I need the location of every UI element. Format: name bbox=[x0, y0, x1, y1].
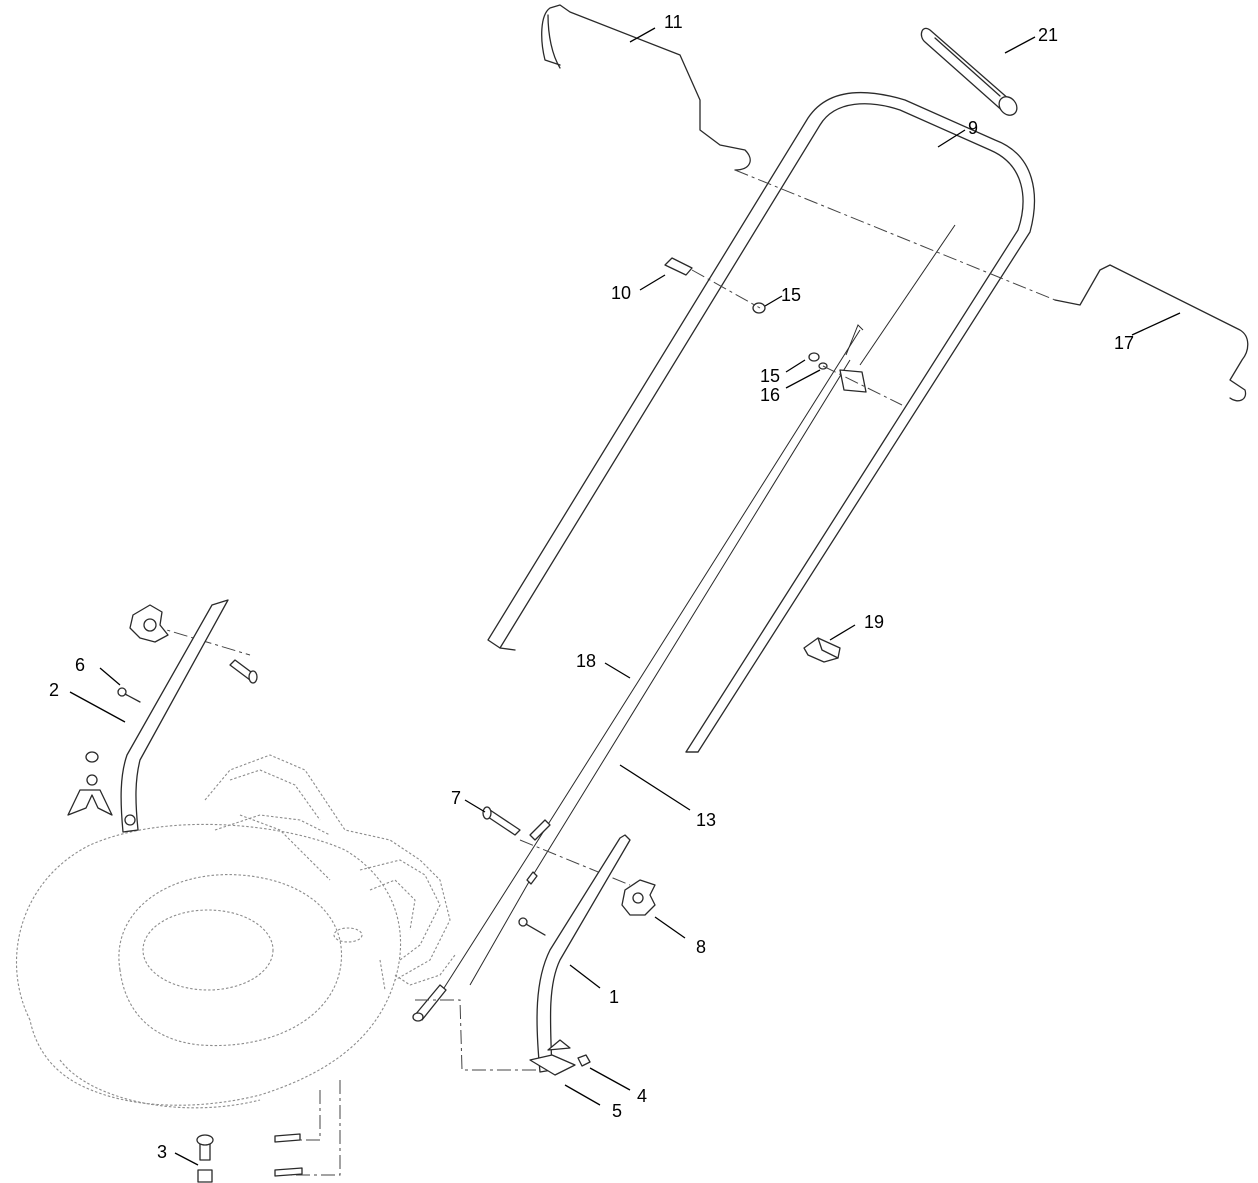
callout-1: 1 bbox=[609, 987, 619, 1007]
callout-15-lower: 15 bbox=[760, 366, 780, 386]
callout-labels: 11 21 9 10 15 17 15 16 19 18 6 2 7 13 8 … bbox=[49, 12, 1134, 1162]
lower-handle-part-1 bbox=[529, 834, 631, 1076]
callout-9: 9 bbox=[968, 118, 978, 138]
callout-13: 13 bbox=[696, 810, 716, 830]
callout-15-upper: 15 bbox=[781, 285, 801, 305]
clip-left bbox=[67, 774, 113, 816]
callout-19: 19 bbox=[864, 612, 884, 632]
cable-clip-part-16 bbox=[808, 352, 867, 393]
upper-handle-part-9 bbox=[487, 91, 1036, 753]
alignment-lines bbox=[149, 169, 1056, 1176]
callout-4: 4 bbox=[637, 1086, 647, 1106]
nut-part-4 bbox=[577, 1054, 591, 1067]
callout-18: 18 bbox=[576, 651, 596, 671]
callout-5: 5 bbox=[612, 1101, 622, 1121]
knob-upper-left bbox=[129, 604, 169, 643]
nut-left bbox=[85, 751, 99, 763]
callout-10: 10 bbox=[611, 283, 631, 303]
screw-part-near-1 bbox=[518, 917, 546, 936]
callout-6: 6 bbox=[75, 655, 85, 675]
callout-17: 17 bbox=[1114, 333, 1134, 353]
knob-part-8 bbox=[621, 879, 656, 916]
bolt-part-3 bbox=[196, 1134, 214, 1183]
cable-part-18 bbox=[412, 224, 956, 1022]
knob-part-19 bbox=[803, 637, 841, 663]
leader-lines bbox=[69, 27, 1181, 1166]
screw-part-6 bbox=[117, 687, 141, 703]
callout-3: 3 bbox=[157, 1142, 167, 1162]
bolt-part-7 bbox=[482, 806, 521, 836]
bail-part-11 bbox=[541, 4, 751, 171]
bolt-upper-left bbox=[229, 659, 258, 684]
bolt-part-10 bbox=[664, 257, 693, 276]
callout-16: 16 bbox=[760, 385, 780, 405]
callout-2: 2 bbox=[49, 680, 59, 700]
mower-deck-phantom bbox=[15, 754, 456, 1109]
bolts-lower bbox=[274, 1133, 303, 1177]
callout-7: 7 bbox=[451, 788, 461, 808]
callout-8: 8 bbox=[696, 937, 706, 957]
grip-part-21 bbox=[920, 27, 1018, 116]
washer-part-5 bbox=[547, 1039, 571, 1051]
callout-21: 21 bbox=[1038, 25, 1058, 45]
callout-11: 11 bbox=[664, 12, 683, 32]
lower-handle-part-2 bbox=[120, 599, 229, 833]
bail-part-17 bbox=[1054, 264, 1249, 402]
